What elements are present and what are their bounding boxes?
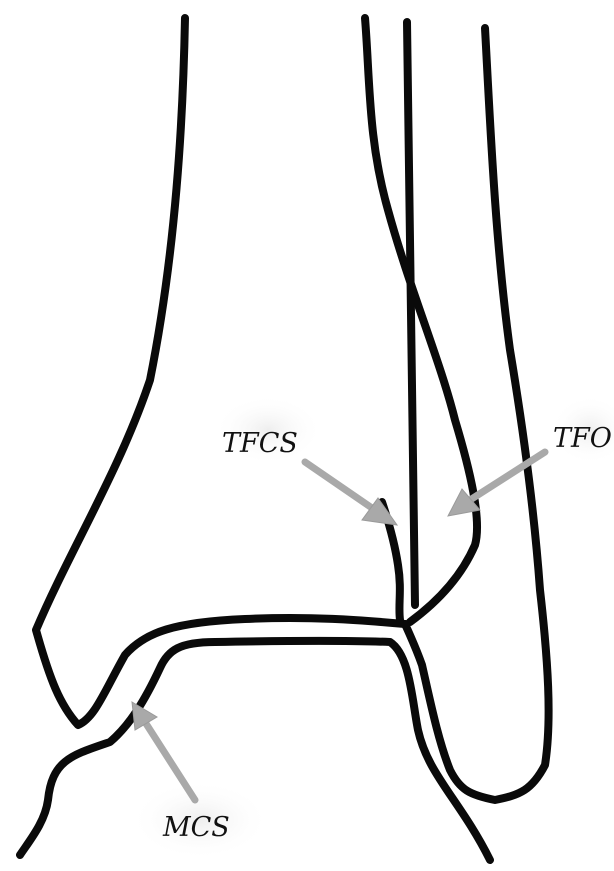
tibia-outline [36, 18, 405, 725]
fibula-outer-outline [405, 28, 549, 800]
mcs-label: MCS [162, 812, 230, 843]
tfcs-label: TFCS [222, 428, 298, 459]
fibula-medial-outline [407, 22, 415, 605]
tfcs-arrow-shaft [305, 462, 372, 508]
tfo-label: TFO [553, 423, 612, 454]
tibia-lateral-edge [365, 18, 477, 622]
